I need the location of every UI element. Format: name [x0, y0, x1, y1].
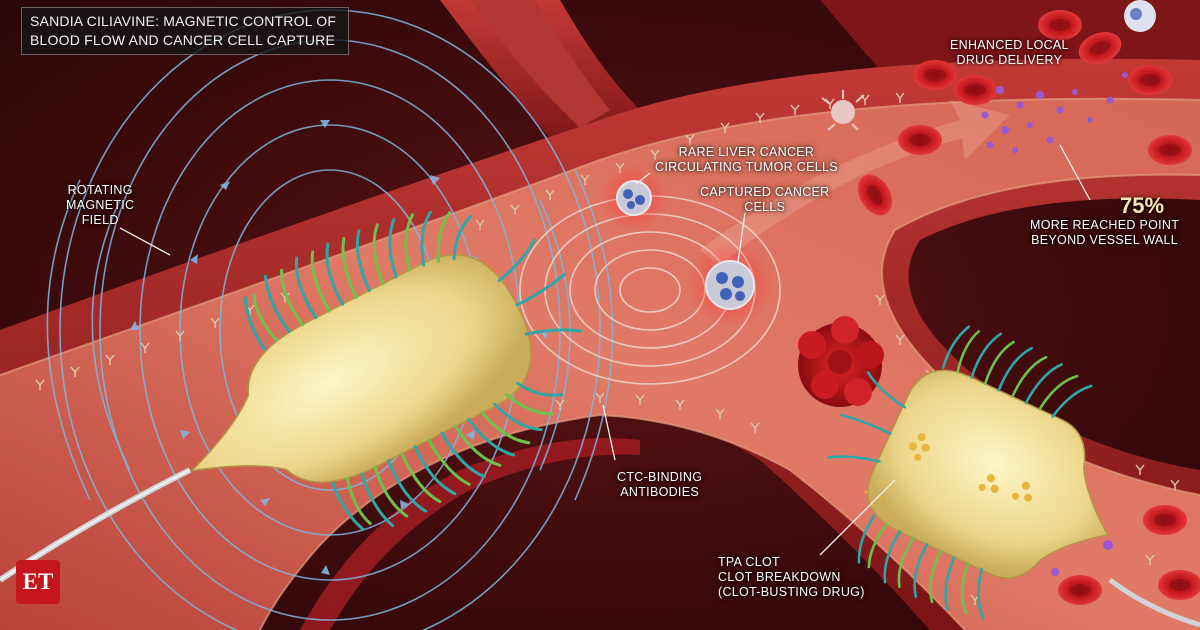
- ciliavine-device-right: [827, 325, 1109, 620]
- ciliavine-device-left: [189, 210, 583, 531]
- drug-particles: [981, 72, 1128, 576]
- tumor-cell-circulating: [616, 180, 652, 216]
- label-captured-cancer-cells: CAPTURED CANCER CELLS: [700, 185, 830, 214]
- et-logo: ET: [16, 560, 60, 604]
- tumor-cell-captured: [705, 260, 755, 310]
- title-line-2: BLOOD FLOW AND CANCER CELL CAPTURE: [30, 32, 336, 48]
- page-title: SANDIA CILIAVINE: MAGNETIC CONTROL OF BL…: [21, 7, 349, 55]
- label-enhanced-drug-delivery: ENHANCED LOCAL DRUG DELIVERY: [950, 38, 1069, 67]
- magnetic-field-lines: [46, 9, 614, 630]
- label-rotating-magnetic-field: ROTATING MAGNETIC FIELD: [66, 183, 135, 227]
- title-line-1: SANDIA CILIAVINE: MAGNETIC CONTROL OF: [30, 13, 337, 29]
- platelet: [821, 90, 865, 131]
- stat-value: 75%: [1120, 193, 1165, 218]
- label-ctc-binding-antibodies: CTC-BINDING ANTIBODIES: [617, 470, 703, 499]
- label-rare-liver-cancer: RARE LIVER CANCER CIRCULATING TUMOR CELL…: [655, 145, 838, 174]
- blood-clot: [798, 316, 884, 407]
- label-tpa-clot: TPA CLOT CLOT BREAKDOWN (CLOT-BUSTING DR…: [718, 555, 865, 599]
- label-stat-text: MORE REACHED POINT BEYOND VESSEL WALL: [1030, 218, 1180, 247]
- leader-lines: [119, 144, 1091, 556]
